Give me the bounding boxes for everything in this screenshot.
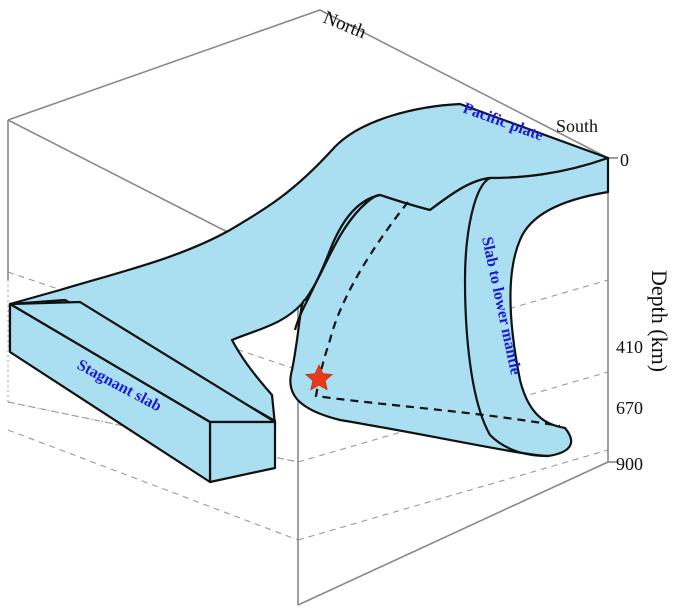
- stagnant-slab-front-face: [208, 420, 277, 484]
- depth-tick-900: 900: [616, 454, 643, 474]
- depth-tick-0: 0: [620, 150, 629, 170]
- stagnant-slab-left-face: [8, 302, 212, 484]
- depth-tick-marks: [608, 157, 618, 463]
- depth-tick-670: 670: [616, 398, 643, 418]
- slab-to-lower-mantle: [289, 156, 610, 458]
- inner-ridge-right: [463, 177, 549, 458]
- star-icon: [304, 364, 334, 391]
- depth-tick-410: 410: [616, 337, 643, 357]
- depth-axis-label: Depth (km): [647, 270, 672, 372]
- slab-body: [8, 102, 610, 458]
- inner-ridge-left: [293, 193, 381, 331]
- north-label: North: [320, 7, 369, 43]
- slab-trajectory: [314, 201, 561, 428]
- south-label: South: [556, 116, 598, 136]
- stagnant-slab-block: [8, 298, 277, 484]
